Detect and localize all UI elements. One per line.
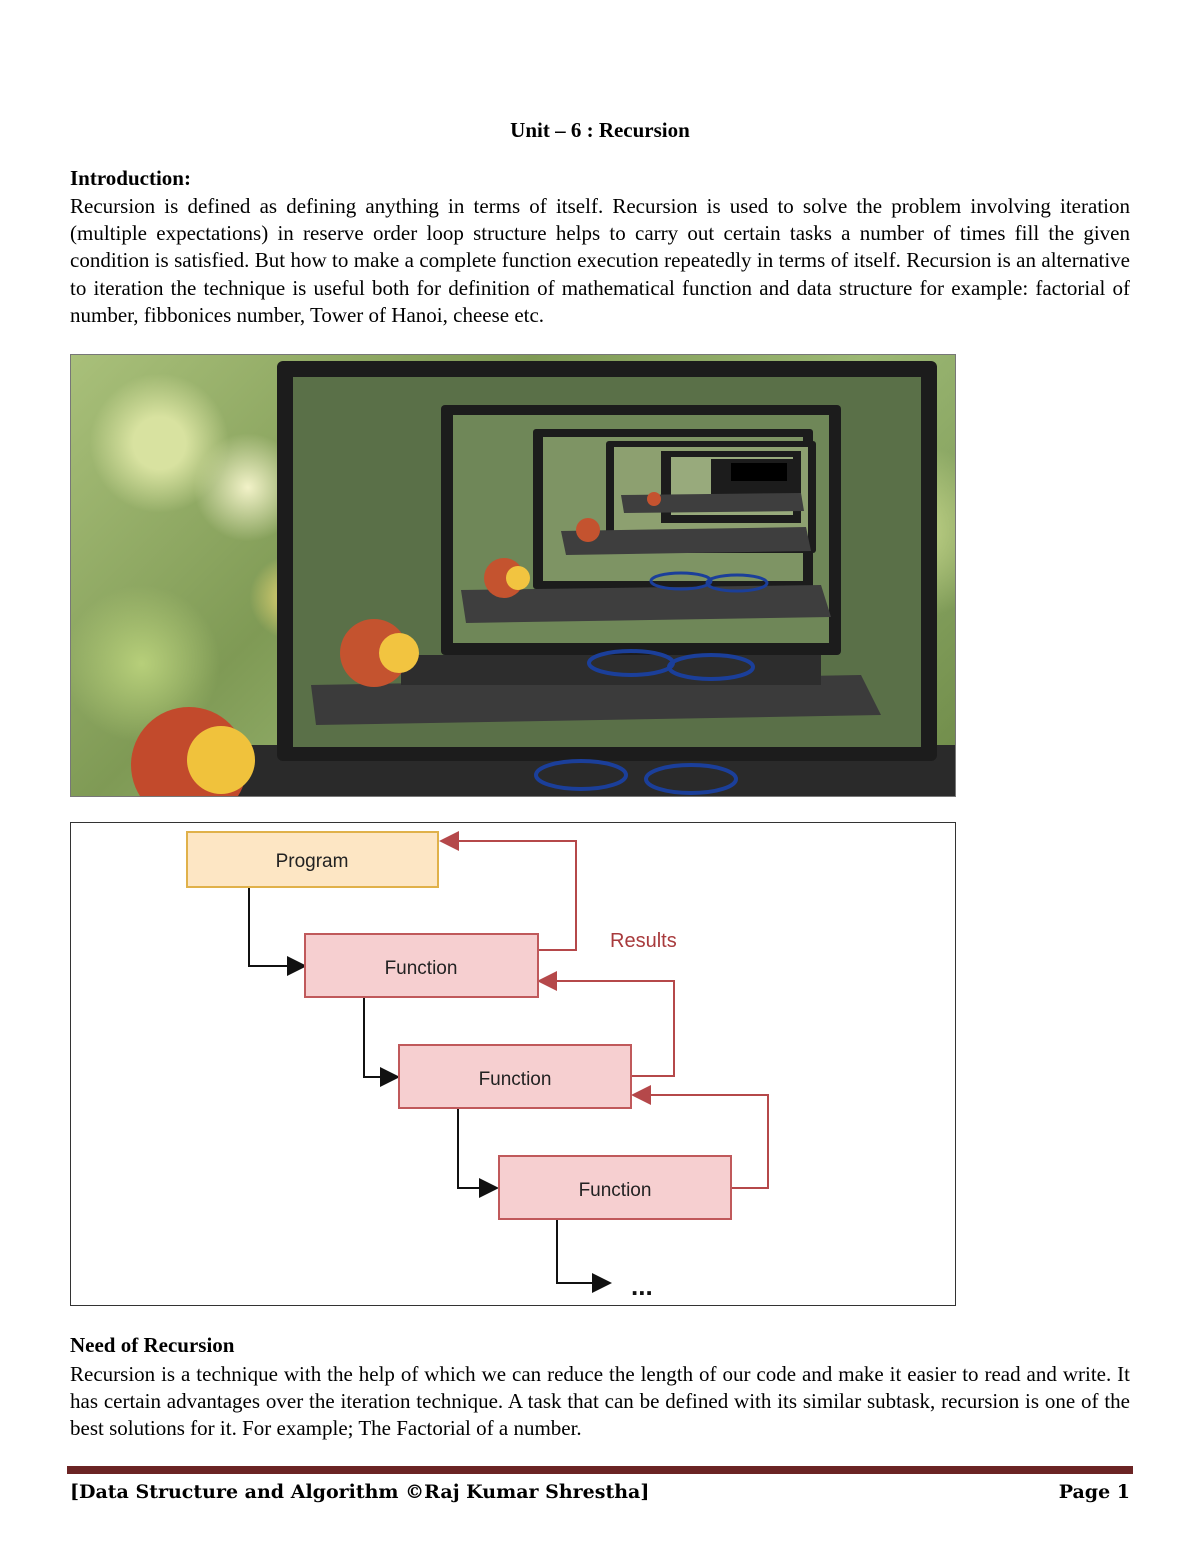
function-box-2 — [398, 1044, 632, 1109]
recursion-flow-svg: Program Function Function Function Resul… — [186, 831, 769, 1301]
need-paragraph: Recursion is a technique with the help o… — [70, 1362, 1130, 1441]
footer-rule — [67, 1466, 1133, 1474]
results-label: Results — [610, 930, 677, 952]
page-title: Unit – 6 : Recursion — [510, 118, 690, 142]
intro-paragraph: Recursion is defined as defining anythin… — [70, 194, 1130, 327]
call-arrow — [363, 997, 400, 1087]
call-arrow — [248, 887, 307, 976]
return-arrow — [439, 831, 577, 951]
function-box-3 — [498, 1155, 732, 1220]
footer-page-number: Page 1 — [1058, 1481, 1130, 1503]
recursive-laptop-photo — [70, 354, 956, 797]
function-label-1: Function — [385, 958, 458, 979]
footer-copyright: [Data Structure and Algorithm ©Raj Kumar… — [70, 1481, 650, 1503]
intro-heading: Introduction: — [70, 166, 191, 190]
continuation-ellipsis: ... — [631, 1271, 653, 1301]
program-label: Program — [276, 851, 349, 872]
recursive-laptop-illustration — [131, 361, 955, 796]
need-heading: Need of Recursion — [70, 1333, 235, 1357]
function-label-2: Function — [479, 1069, 552, 1090]
return-arrow — [631, 1085, 769, 1189]
return-arrow — [537, 971, 675, 1077]
recursion-flow-diagram: Program Function Function Function Resul… — [70, 822, 956, 1306]
program-box — [186, 831, 439, 888]
function-label-3: Function — [579, 1180, 652, 1201]
call-arrow — [556, 1219, 612, 1293]
call-arrow — [457, 1108, 499, 1198]
function-box-1 — [304, 933, 539, 998]
